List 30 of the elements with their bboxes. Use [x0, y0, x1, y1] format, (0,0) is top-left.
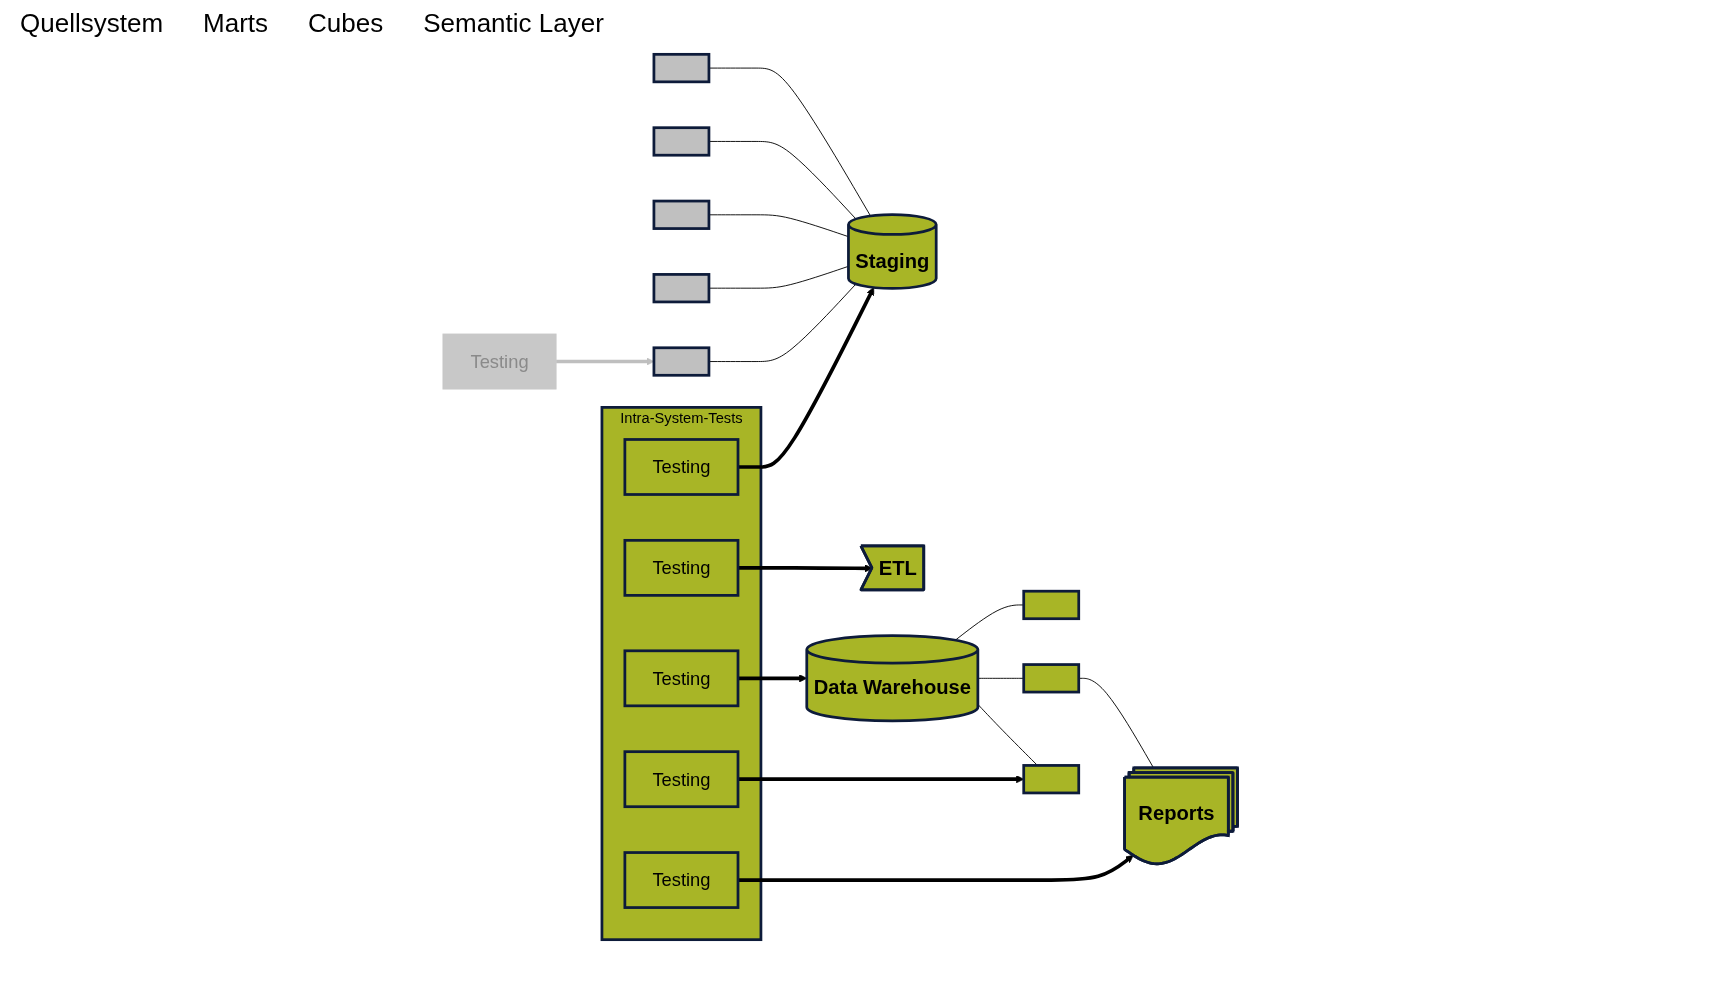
node-box: Testing	[623, 851, 740, 909]
node-box	[652, 346, 711, 377]
arrow	[737, 775, 1024, 784]
node-box: Testing	[623, 538, 740, 597]
node-box	[652, 126, 711, 157]
node-box: Testing	[442, 333, 557, 390]
connector	[977, 677, 1024, 679]
connector	[708, 214, 849, 238]
connector	[708, 141, 857, 220]
node-box: Testing	[623, 438, 740, 496]
node-box	[1022, 764, 1080, 795]
node-box	[1022, 663, 1080, 694]
connector	[708, 265, 849, 289]
connector	[708, 67, 871, 217]
node-box	[1022, 589, 1080, 621]
arrow	[737, 855, 1134, 882]
node-box	[652, 199, 711, 230]
node-box: Testing	[623, 649, 740, 708]
node-box	[652, 52, 711, 84]
note-text: Quellsystem	[20, 8, 164, 39]
note-text: Marts	[203, 8, 269, 39]
arrow	[737, 674, 807, 683]
node-box: Testing	[623, 750, 740, 809]
connector	[954, 604, 1024, 641]
connector	[708, 283, 857, 362]
arrow	[737, 287, 874, 469]
note-text: Semantic Layer	[423, 8, 604, 39]
note-text: Cubes	[308, 8, 384, 39]
node-box	[652, 273, 711, 304]
connector	[977, 703, 1038, 766]
